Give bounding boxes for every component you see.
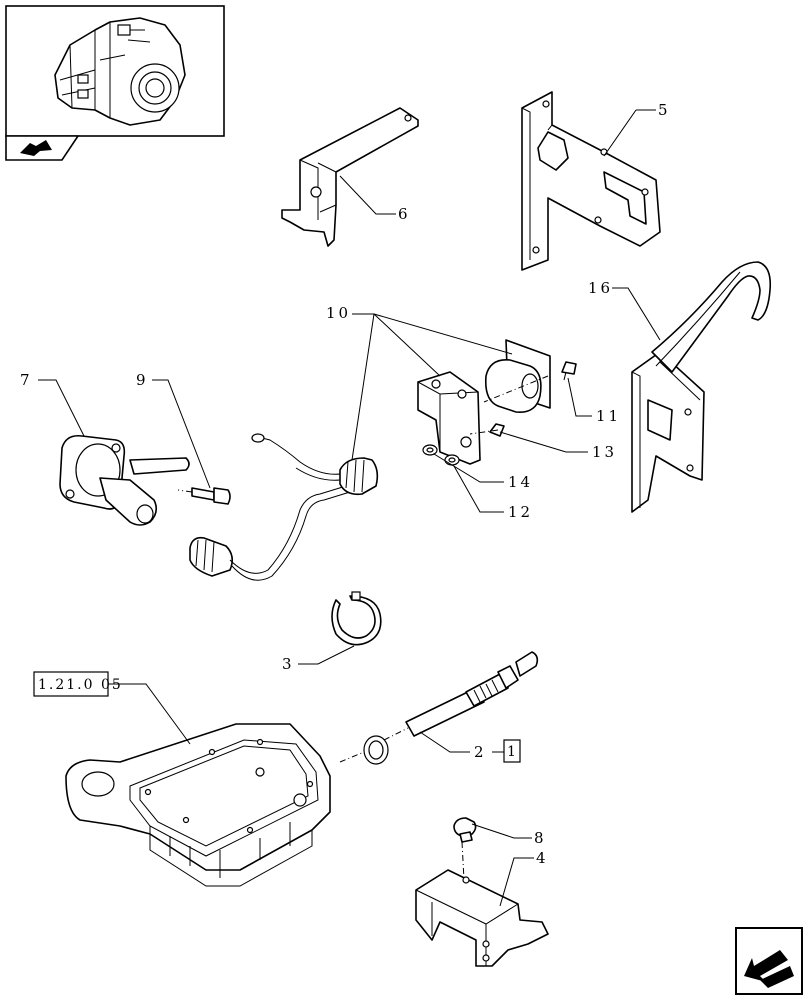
label-part-10: 10	[326, 304, 351, 322]
part-12-nut	[444, 454, 460, 466]
transmission-housing-thumbnail	[54, 17, 186, 126]
label-part-14: 14	[508, 473, 533, 491]
oil-pan-housing	[65, 723, 331, 887]
label-part-16: 16	[588, 279, 613, 297]
label-part-5: 5	[658, 101, 671, 119]
quantity-box-label: 1	[507, 744, 518, 760]
reference-box-label: 1.21.0 05	[38, 677, 123, 693]
o-ring	[363, 735, 389, 765]
label-part-7: 7	[20, 371, 33, 389]
part-5-plate	[521, 91, 661, 271]
label-part-12: 12	[508, 503, 533, 521]
label-part-9: 9	[136, 371, 149, 389]
part-10-harness	[189, 433, 379, 581]
part-9-bolt	[191, 487, 231, 505]
label-part-11: 11	[596, 407, 621, 425]
next-arrow-icon[interactable]	[735, 927, 803, 995]
part-2-rod	[405, 651, 539, 737]
part-6-bracket	[281, 107, 419, 247]
label-part-6: 6	[398, 205, 411, 223]
part-11-screw	[561, 361, 577, 381]
label-part-8: 8	[534, 829, 547, 847]
part-4-bracket	[415, 869, 549, 967]
part-10-mount-bracket	[417, 339, 551, 465]
part-3-clip	[331, 591, 382, 646]
part-8-bolt	[453, 817, 477, 843]
label-part-4: 4	[536, 849, 549, 867]
assembly-lines	[177, 375, 549, 881]
reference-box[interactable]: 1.21.0 05	[33, 671, 123, 697]
label-part-2: 2	[474, 743, 487, 761]
part-labels: 5 6 16 10 7 9 11 13 14 12 3 2 8 4	[20, 101, 671, 867]
label-part-3: 3	[282, 655, 295, 673]
back-arrow-icon[interactable]	[5, 135, 80, 161]
quantity-box: 1	[503, 739, 521, 763]
part-16-rod-bracket	[631, 261, 772, 513]
leader-lines	[38, 109, 661, 907]
thumbnail-panel	[5, 5, 225, 161]
part-14-washer	[422, 444, 438, 456]
label-part-13: 13	[592, 443, 617, 461]
part-7-sensor	[59, 434, 190, 526]
